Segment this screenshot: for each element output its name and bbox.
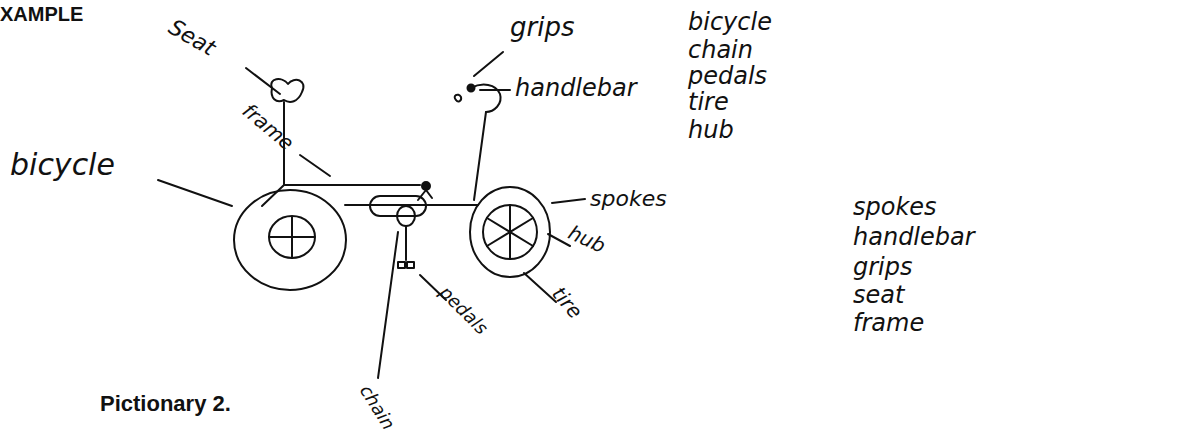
leader-handlebar [480, 89, 510, 91]
leader-grips [474, 52, 503, 76]
rear-hub [269, 216, 315, 258]
front-tire [470, 187, 550, 277]
leader-frame [300, 155, 330, 176]
word-list-item: handlebar [853, 225, 975, 249]
frame-knob [422, 182, 430, 190]
part-label: Seat [165, 16, 219, 60]
figure-caption: Pictionary 2. [100, 393, 231, 415]
part-label: chain [357, 382, 398, 433]
word-list-item: frame [853, 311, 924, 335]
part-label: bicycle [10, 150, 115, 180]
fork [474, 112, 486, 200]
part-label: spokes [590, 188, 667, 210]
top-tube [284, 184, 420, 186]
pedal-right [407, 262, 414, 268]
front-hub [483, 205, 537, 259]
crank-arm [405, 226, 407, 260]
leader-seat [246, 68, 280, 94]
part-label: hub [566, 222, 609, 256]
word-list-item: pedals [688, 64, 767, 88]
part-label: handlebar [515, 76, 637, 100]
word-list-item: bicycle [688, 10, 772, 34]
handlebar-curve [471, 85, 501, 112]
word-list-item: hub [688, 118, 734, 142]
leader-spokes [552, 199, 585, 203]
crank-ring [397, 206, 415, 226]
part-label: pedals [436, 283, 491, 338]
brake-lever [455, 95, 461, 102]
rear-spokes [270, 217, 314, 258]
down-tube [345, 204, 478, 206]
part-label: tire [549, 283, 586, 322]
part-label: frame [239, 100, 297, 153]
leader-bicycle [158, 180, 232, 206]
front-spokes [487, 205, 533, 259]
word-list-item: seat [853, 283, 904, 307]
pedal-left [398, 262, 405, 268]
part-label: grips [510, 14, 574, 40]
word-list-item: chain [688, 38, 753, 62]
leader-chain [378, 232, 398, 378]
word-list-item: spokes [853, 195, 937, 219]
word-list-item: tire [688, 90, 729, 114]
page-heading: XAMPLE [0, 4, 83, 24]
rear-tire [234, 190, 346, 290]
frame-brace [418, 190, 432, 200]
word-list-item: grips [853, 255, 913, 279]
